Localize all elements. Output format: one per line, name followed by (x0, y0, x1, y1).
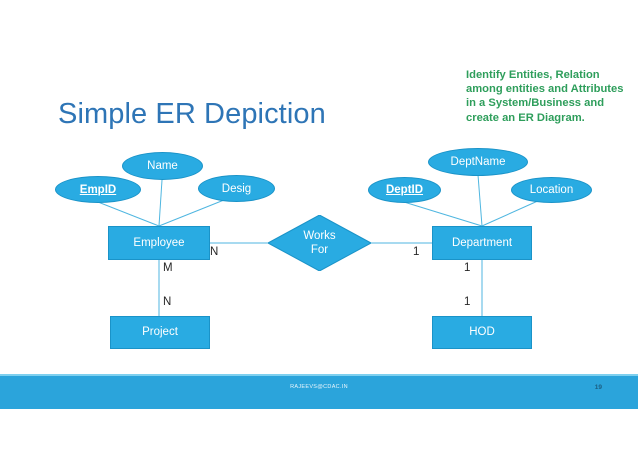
attribute-desig[interactable]: Desig (198, 175, 275, 202)
note-line-4: create an ER Diagram. (466, 111, 585, 124)
cardinality-employee-project-bottom: N (163, 296, 172, 308)
line-empid-employee (97, 201, 160, 227)
note-line-2: among entities and Attributes (466, 83, 624, 96)
attribute-location[interactable]: Location (511, 177, 592, 203)
entity-department[interactable]: Department (432, 226, 532, 260)
note-line-3: in a System/Business and (466, 97, 605, 110)
attribute-deptid[interactable]: DeptID (368, 177, 441, 203)
cardinality-department-hod-bottom: 1 (464, 296, 471, 308)
relationship-label-line2: For (310, 244, 329, 256)
attribute-name-label: Name (147, 160, 178, 172)
line-deptname-department (477, 174, 483, 227)
instruction-note: Identify Entities, Relation among entiti… (466, 68, 632, 125)
line-deptid-department (403, 201, 483, 227)
line-location-department (481, 199, 541, 227)
entity-project-label: Project (142, 326, 178, 338)
relationship-works-for-label: Works For (268, 215, 371, 271)
diamond-shape (268, 215, 371, 271)
footer-bar: RAJEEVS@CDAC.IN 19 (0, 374, 638, 409)
relationship-works-for[interactable]: Works For (268, 215, 371, 271)
line-desig-employee (158, 199, 225, 227)
entity-hod-label: HOD (469, 326, 495, 338)
entity-project[interactable]: Project (110, 316, 210, 349)
page-title: Simple ER Depiction (58, 98, 326, 130)
attribute-empid[interactable]: EmpID (55, 176, 141, 203)
relationship-label-line1: Works (303, 230, 336, 242)
attribute-location-label: Location (529, 184, 574, 196)
entity-department-label: Department (451, 236, 513, 249)
attribute-deptid-label: DeptID (385, 184, 424, 196)
cardinality-department-hod-top: 1 (464, 262, 471, 274)
entity-hod[interactable]: HOD (432, 316, 532, 349)
slide-number: 19 (594, 384, 602, 391)
note-line-1: Identify Entities, Relation (466, 69, 600, 81)
entity-employee[interactable]: Employee (108, 226, 210, 260)
attribute-name[interactable]: Name (122, 152, 203, 180)
entity-employee-label: Employee (133, 236, 185, 249)
line-name-employee (158, 179, 163, 227)
cardinality-worksfor-department: 1 (413, 246, 420, 258)
attribute-deptname-label: DeptName (450, 156, 506, 168)
attribute-deptname[interactable]: DeptName (428, 148, 528, 176)
cardinality-employee-worksfor: N (210, 246, 219, 258)
attribute-empid-label: EmpID (79, 183, 117, 196)
cardinality-employee-project-top: M (163, 262, 173, 274)
attribute-desig-label: Desig (221, 182, 252, 195)
footer-email: RAJEEVS@CDAC.IN (290, 384, 348, 390)
